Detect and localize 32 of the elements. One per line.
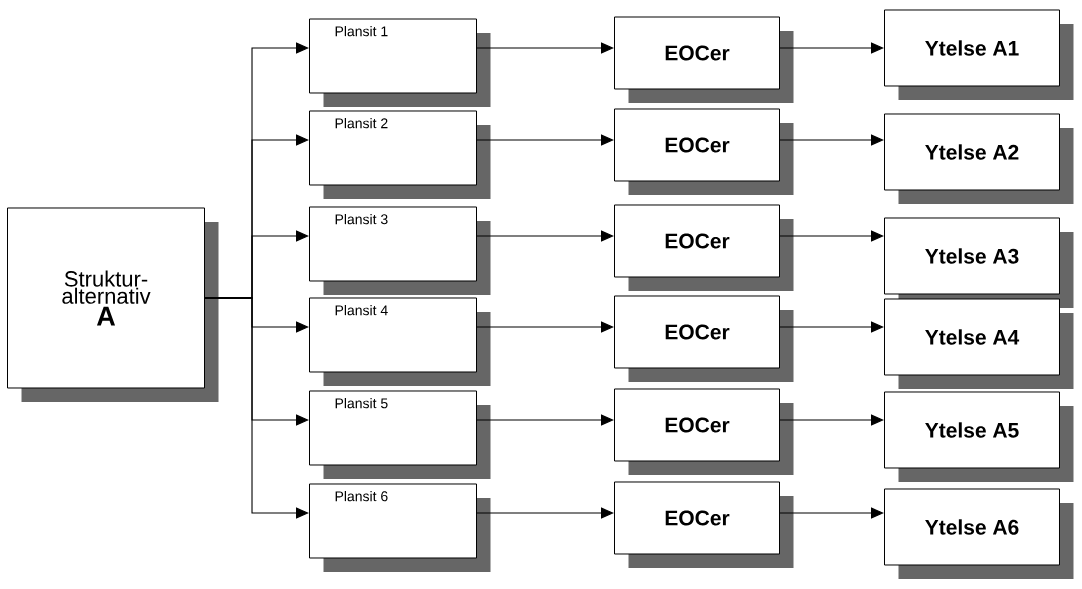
scenario-box: Plansit 2 bbox=[309, 110, 491, 199]
result-box: Ytelse A5 bbox=[884, 391, 1074, 482]
structure-box: Struktur- alternativ A bbox=[7, 207, 219, 402]
arrow bbox=[779, 507, 884, 519]
arrow bbox=[476, 414, 614, 426]
result-box: Ytelse A2 bbox=[884, 113, 1074, 204]
process-box: EOCer bbox=[614, 16, 794, 103]
arrow bbox=[476, 507, 614, 519]
scenario-box: Plansit 1 bbox=[309, 18, 491, 107]
arrow bbox=[779, 42, 884, 54]
scenario-box: Plansit 6 bbox=[309, 483, 491, 572]
arrow bbox=[476, 321, 614, 333]
arrow bbox=[476, 230, 614, 242]
result-box: Ytelse A4 bbox=[884, 298, 1074, 389]
scenario-box: Plansit 5 bbox=[309, 390, 491, 479]
arrow bbox=[476, 42, 614, 54]
result-box: Ytelse A1 bbox=[884, 9, 1074, 100]
arrow bbox=[779, 134, 884, 146]
result-box: Ytelse A3 bbox=[884, 217, 1074, 308]
scenario-box: Plansit 4 bbox=[309, 297, 491, 386]
process-box: EOCer bbox=[614, 204, 794, 291]
arrow bbox=[779, 414, 884, 426]
process-box: EOCer bbox=[614, 481, 794, 568]
arrow bbox=[476, 134, 614, 146]
arrow bbox=[204, 297, 309, 519]
arrow bbox=[779, 230, 884, 242]
process-box: EOCer bbox=[614, 108, 794, 195]
result-box: Ytelse A6 bbox=[884, 488, 1074, 579]
process-box: EOCer bbox=[614, 388, 794, 475]
process-box: EOCer bbox=[614, 295, 794, 382]
arrow bbox=[779, 321, 884, 333]
scenario-box: Plansit 3 bbox=[309, 206, 491, 295]
